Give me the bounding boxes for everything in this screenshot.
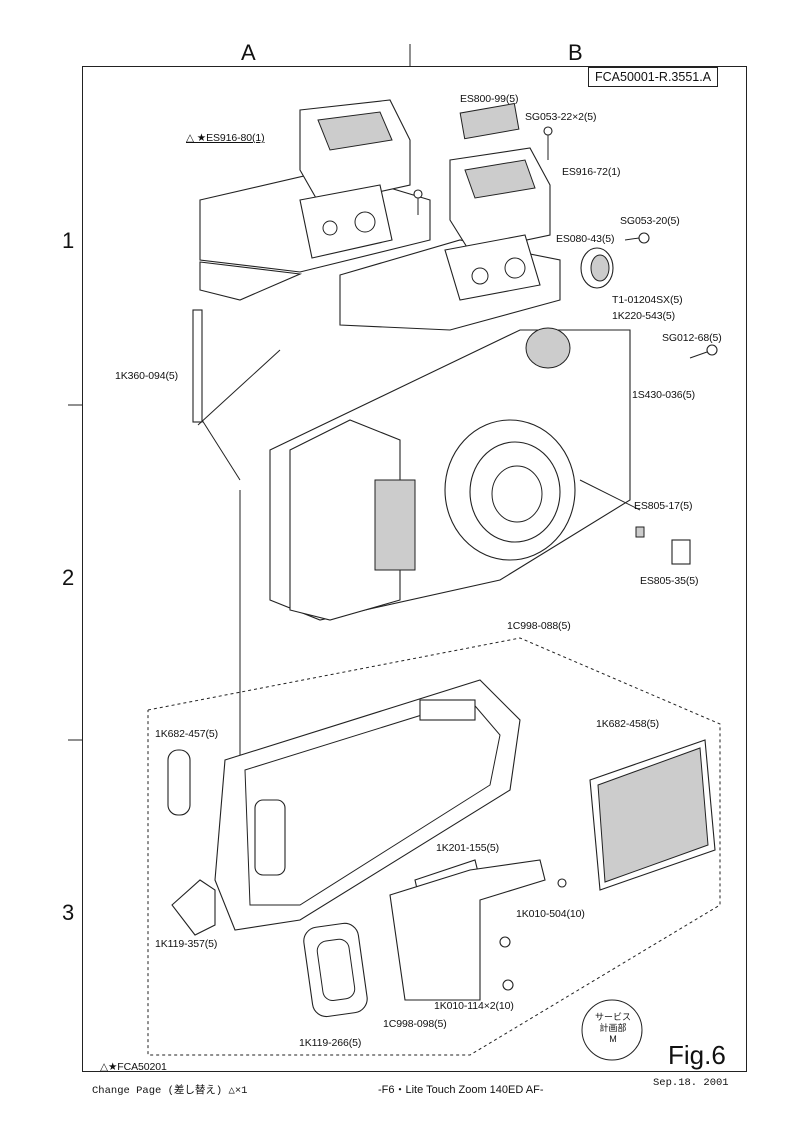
label-1c998-088: 1C998-088(5) xyxy=(507,620,571,632)
row-label-2: 2 xyxy=(62,565,75,590)
label-1k119-357: 1K119-357(5) xyxy=(155,938,218,950)
back-cover xyxy=(214,679,521,931)
label-1k682-458: 1K682-458(5) xyxy=(596,718,660,730)
label-1k682-457: 1K682-457(5) xyxy=(155,728,219,740)
column-label-b: B xyxy=(568,40,583,65)
screws xyxy=(413,126,718,991)
lcd-panel-1k682-458 xyxy=(589,739,716,891)
label-t1-01204sx: T1-01204SX(5) xyxy=(612,294,683,306)
label-1c998-098: 1C998-098(5) xyxy=(383,1018,447,1030)
label-es805-35: ES805-35(5) xyxy=(640,575,699,587)
strip-1k360-094 xyxy=(192,309,203,423)
revision-note: △★FCA50201 xyxy=(100,1061,167,1073)
label-1s430-036: 1S430-036(5) xyxy=(632,389,696,401)
part-es805-35 xyxy=(671,539,691,565)
label-1k010-504: 1K010-504(10) xyxy=(516,908,585,920)
drawing-frame xyxy=(82,66,747,1072)
label-1k010-114: 1K010-114×2(10) xyxy=(434,1000,514,1012)
tape-1k119-357 xyxy=(171,879,216,936)
flash-unit-es916-72 xyxy=(339,102,561,331)
camera-chassis xyxy=(239,327,631,880)
label-es800-99: ES800-99(5) xyxy=(460,93,519,105)
assembly-outline-1c998-088 xyxy=(147,637,721,1056)
window-1k119-266 xyxy=(303,922,368,1018)
label-sg053-22: SG053-22×2(5) xyxy=(525,111,597,123)
footer-model: -F6・Lite Touch Zoom 140ED AF- xyxy=(378,1084,544,1096)
footer-change-page: Change Page (差し替え) △×1 xyxy=(92,1085,248,1097)
row-label-3: 3 xyxy=(62,900,75,925)
label-sg012-68: SG012-68(5) xyxy=(662,332,722,344)
row-label-1: 1 xyxy=(62,228,75,253)
part-es805-17 xyxy=(635,526,645,538)
figure-number: Fig.6 xyxy=(668,1040,726,1070)
label-sg053-20: SG053-20(5) xyxy=(620,215,680,227)
service-stamp: サービス 計画部 M xyxy=(594,1012,631,1044)
flash-unit-es916-80 xyxy=(199,99,431,301)
label-es916-80: △ ★ES916-80(1) xyxy=(186,132,265,144)
label-es805-17: ES805-17(5) xyxy=(634,500,693,512)
label-es916-72: ES916-72(1) xyxy=(562,166,621,178)
label-1k360-094: 1K360-094(5) xyxy=(115,370,179,382)
document-code: FCA50001-R.3551.A xyxy=(588,67,719,87)
label-1k119-266: 1K119-266(5) xyxy=(299,1037,362,1049)
bracket-1c998-098 xyxy=(389,859,546,1001)
label-es080-43: ES080-43(5) xyxy=(556,233,615,245)
footer-date: Sep.18. 2001 xyxy=(653,1077,729,1089)
column-label-a: A xyxy=(241,40,256,65)
label-1k220-543: 1K220-543(5) xyxy=(612,310,676,322)
button-1k682-457 xyxy=(167,749,191,816)
label-1k201-155: 1K201-155(5) xyxy=(436,842,500,854)
gear-es080-43 xyxy=(580,247,614,289)
